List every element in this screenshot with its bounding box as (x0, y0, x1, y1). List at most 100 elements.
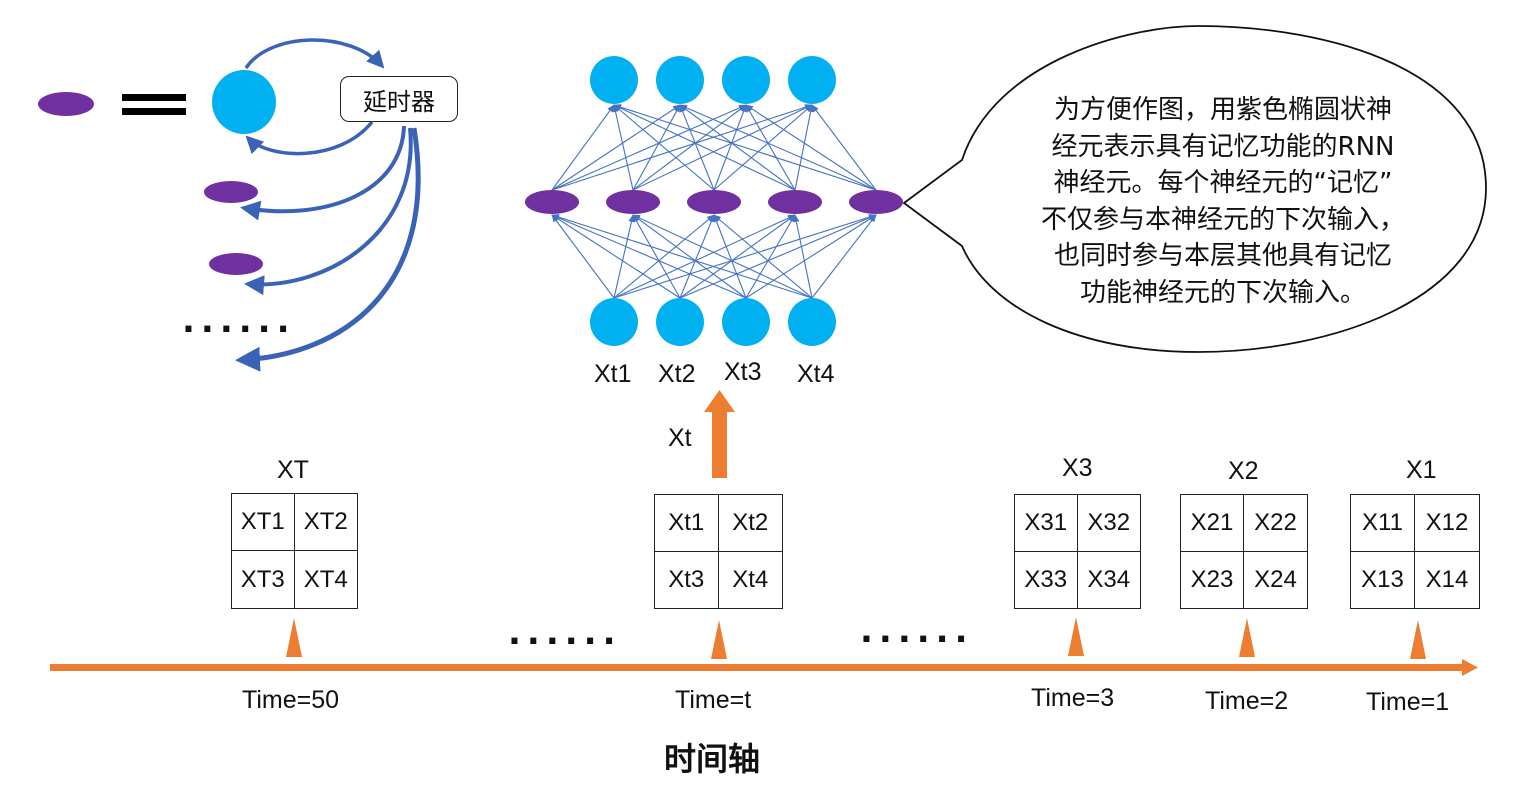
timestep-grid-3: X31 X32 X33 X34 (1014, 494, 1141, 609)
more-neurons-ellipsis: ...... (182, 301, 296, 341)
grid-cell: X33 (1015, 551, 1078, 608)
link-input-to-hidden (551, 214, 747, 299)
time-marker-1 (1410, 620, 1426, 659)
hidden-rnn-neuron-4 (768, 190, 822, 214)
time-label-2: Time=2 (1205, 687, 1289, 715)
grid-cell: X24 (1254, 565, 1297, 593)
link-input-to-hidden (632, 214, 681, 299)
time-label-t: Time=t (675, 686, 752, 714)
time-marker-t (711, 620, 727, 659)
timestep-name-50: XT (277, 456, 309, 484)
timestep-grid-50: XT1 XT2 XT3 XT4 (231, 493, 358, 609)
output-neuron-3 (722, 56, 770, 104)
hidden-rnn-neuron-3 (687, 190, 741, 214)
arrow-memory-2 (244, 127, 413, 296)
link-input-to-hidden (713, 214, 813, 299)
hidden-rnn-neuron-1 (525, 190, 579, 214)
link-hidden-to-output (613, 104, 877, 191)
legend-rnn-neuron (38, 92, 94, 116)
delay-unit-label: 延时器 (363, 87, 435, 116)
grid-cell: Xt3 (655, 551, 719, 608)
time-label-3: Time=3 (1031, 684, 1115, 712)
timestep-name-3: X3 (1062, 454, 1093, 482)
grid-cell: X23 (1181, 551, 1244, 608)
time-label-50: Time=50 (242, 686, 340, 714)
input-arrow-shaft (712, 410, 727, 478)
hidden-rnn-neuron-5 (849, 190, 903, 214)
memory-target-neuron-2 (209, 253, 263, 275)
grid-cell: XT3 (232, 551, 295, 608)
legend-neuron (212, 70, 276, 134)
grid-cell: Xt1 (655, 495, 719, 552)
timeline-ellipsis-left: ...... (508, 613, 622, 653)
timestep-grid-t: Xt1 Xt2 Xt3 Xt4 (654, 494, 783, 609)
time-label-1: Time=1 (1366, 688, 1450, 716)
bubble-line-1: 为方便作图，用紫色椭圆状神 (1053, 95, 1392, 125)
link-input-to-hidden (811, 214, 877, 299)
bubble-line-6: 功能神经元的下次输入。 (1079, 277, 1366, 308)
arrow-neuron-to-delay (244, 38, 385, 70)
link-input-to-hidden (793, 214, 813, 299)
timestep-name-1: X1 (1406, 456, 1437, 484)
input-neuron-3 (722, 298, 770, 346)
memory-target-neuron-1 (204, 181, 258, 203)
grid-cell: X31 (1015, 495, 1078, 552)
link-input-to-hidden (613, 214, 715, 299)
link-hidden-to-output (679, 104, 877, 191)
grid-cell: X14 (1425, 565, 1469, 593)
grid-cell: X12 (1415, 495, 1479, 552)
bubble-line-2: 经元表示具有记忆功能的RNN (1051, 131, 1395, 162)
link-input-to-hidden (745, 214, 796, 299)
input-label-2: Xt2 (658, 360, 696, 388)
output-neuron-2 (656, 56, 704, 104)
link-hidden-to-output (713, 104, 813, 191)
link-input-to-hidden (745, 214, 877, 299)
link-input-to-hidden (551, 214, 615, 299)
output-neuron-1 (590, 56, 638, 104)
link-input-to-hidden (613, 214, 877, 299)
grid-cell: Xt4 (732, 565, 769, 593)
grid-cell: X34 (1087, 565, 1131, 593)
timestep-grid-1: X11 X12 X13 X14 (1350, 494, 1480, 609)
input-neuron-1 (590, 298, 638, 346)
link-hidden-to-output (551, 104, 813, 191)
link-input-to-hidden (679, 214, 715, 299)
grid-cell: X13 (1351, 551, 1415, 608)
input-arrow-head (704, 390, 735, 412)
input-neuron-2 (656, 298, 704, 346)
hidden-rnn-neuron-2 (606, 190, 660, 214)
grid-cell: XT1 (232, 494, 295, 551)
network-links (551, 104, 877, 299)
link-hidden-to-output (632, 104, 681, 191)
input-label-4: Xt4 (797, 360, 835, 388)
bubble-line-3: 神经元。每个神经元的“记忆” (1053, 168, 1393, 198)
link-hidden-to-output (632, 104, 813, 191)
grid-cell: XT4 (303, 565, 348, 593)
grid-cell: X11 (1351, 495, 1415, 552)
link-hidden-to-output (745, 104, 877, 191)
time-axis (50, 664, 1464, 671)
time-marker-50 (286, 618, 302, 657)
time-marker-2 (1239, 618, 1255, 657)
bubble-line-4: 不仅参与本神经元的下次输入， (1040, 204, 1405, 235)
input-neuron-4 (788, 298, 836, 346)
link-hidden-to-output (745, 104, 796, 191)
link-hidden-to-output (794, 104, 814, 191)
timestep-grid-2: X21 X22 X23 X24 (1180, 494, 1308, 609)
delay-unit-box: 延时器 (340, 76, 458, 122)
arrow-memory-1 (240, 125, 406, 221)
link-hidden-to-output (632, 104, 747, 191)
time-axis-title: 时间轴 (664, 740, 761, 778)
grid-cell: X21 (1181, 495, 1244, 552)
output-neuron-4 (788, 56, 836, 104)
time-marker-3 (1068, 617, 1084, 656)
bubble-text: 为方便作图，用紫色椭圆状神 经元表示具有记忆功能的RNN 神经元。每个神经元的“… (1008, 92, 1438, 311)
link-hidden-to-output (679, 104, 796, 191)
speech-bubble (902, 25, 1487, 353)
link-hidden-to-output (811, 104, 877, 191)
link-hidden-to-output (612, 104, 634, 191)
grid-cell: XT2 (294, 494, 357, 551)
link-input-to-hidden (679, 214, 796, 299)
link-input-to-hidden (613, 214, 796, 299)
